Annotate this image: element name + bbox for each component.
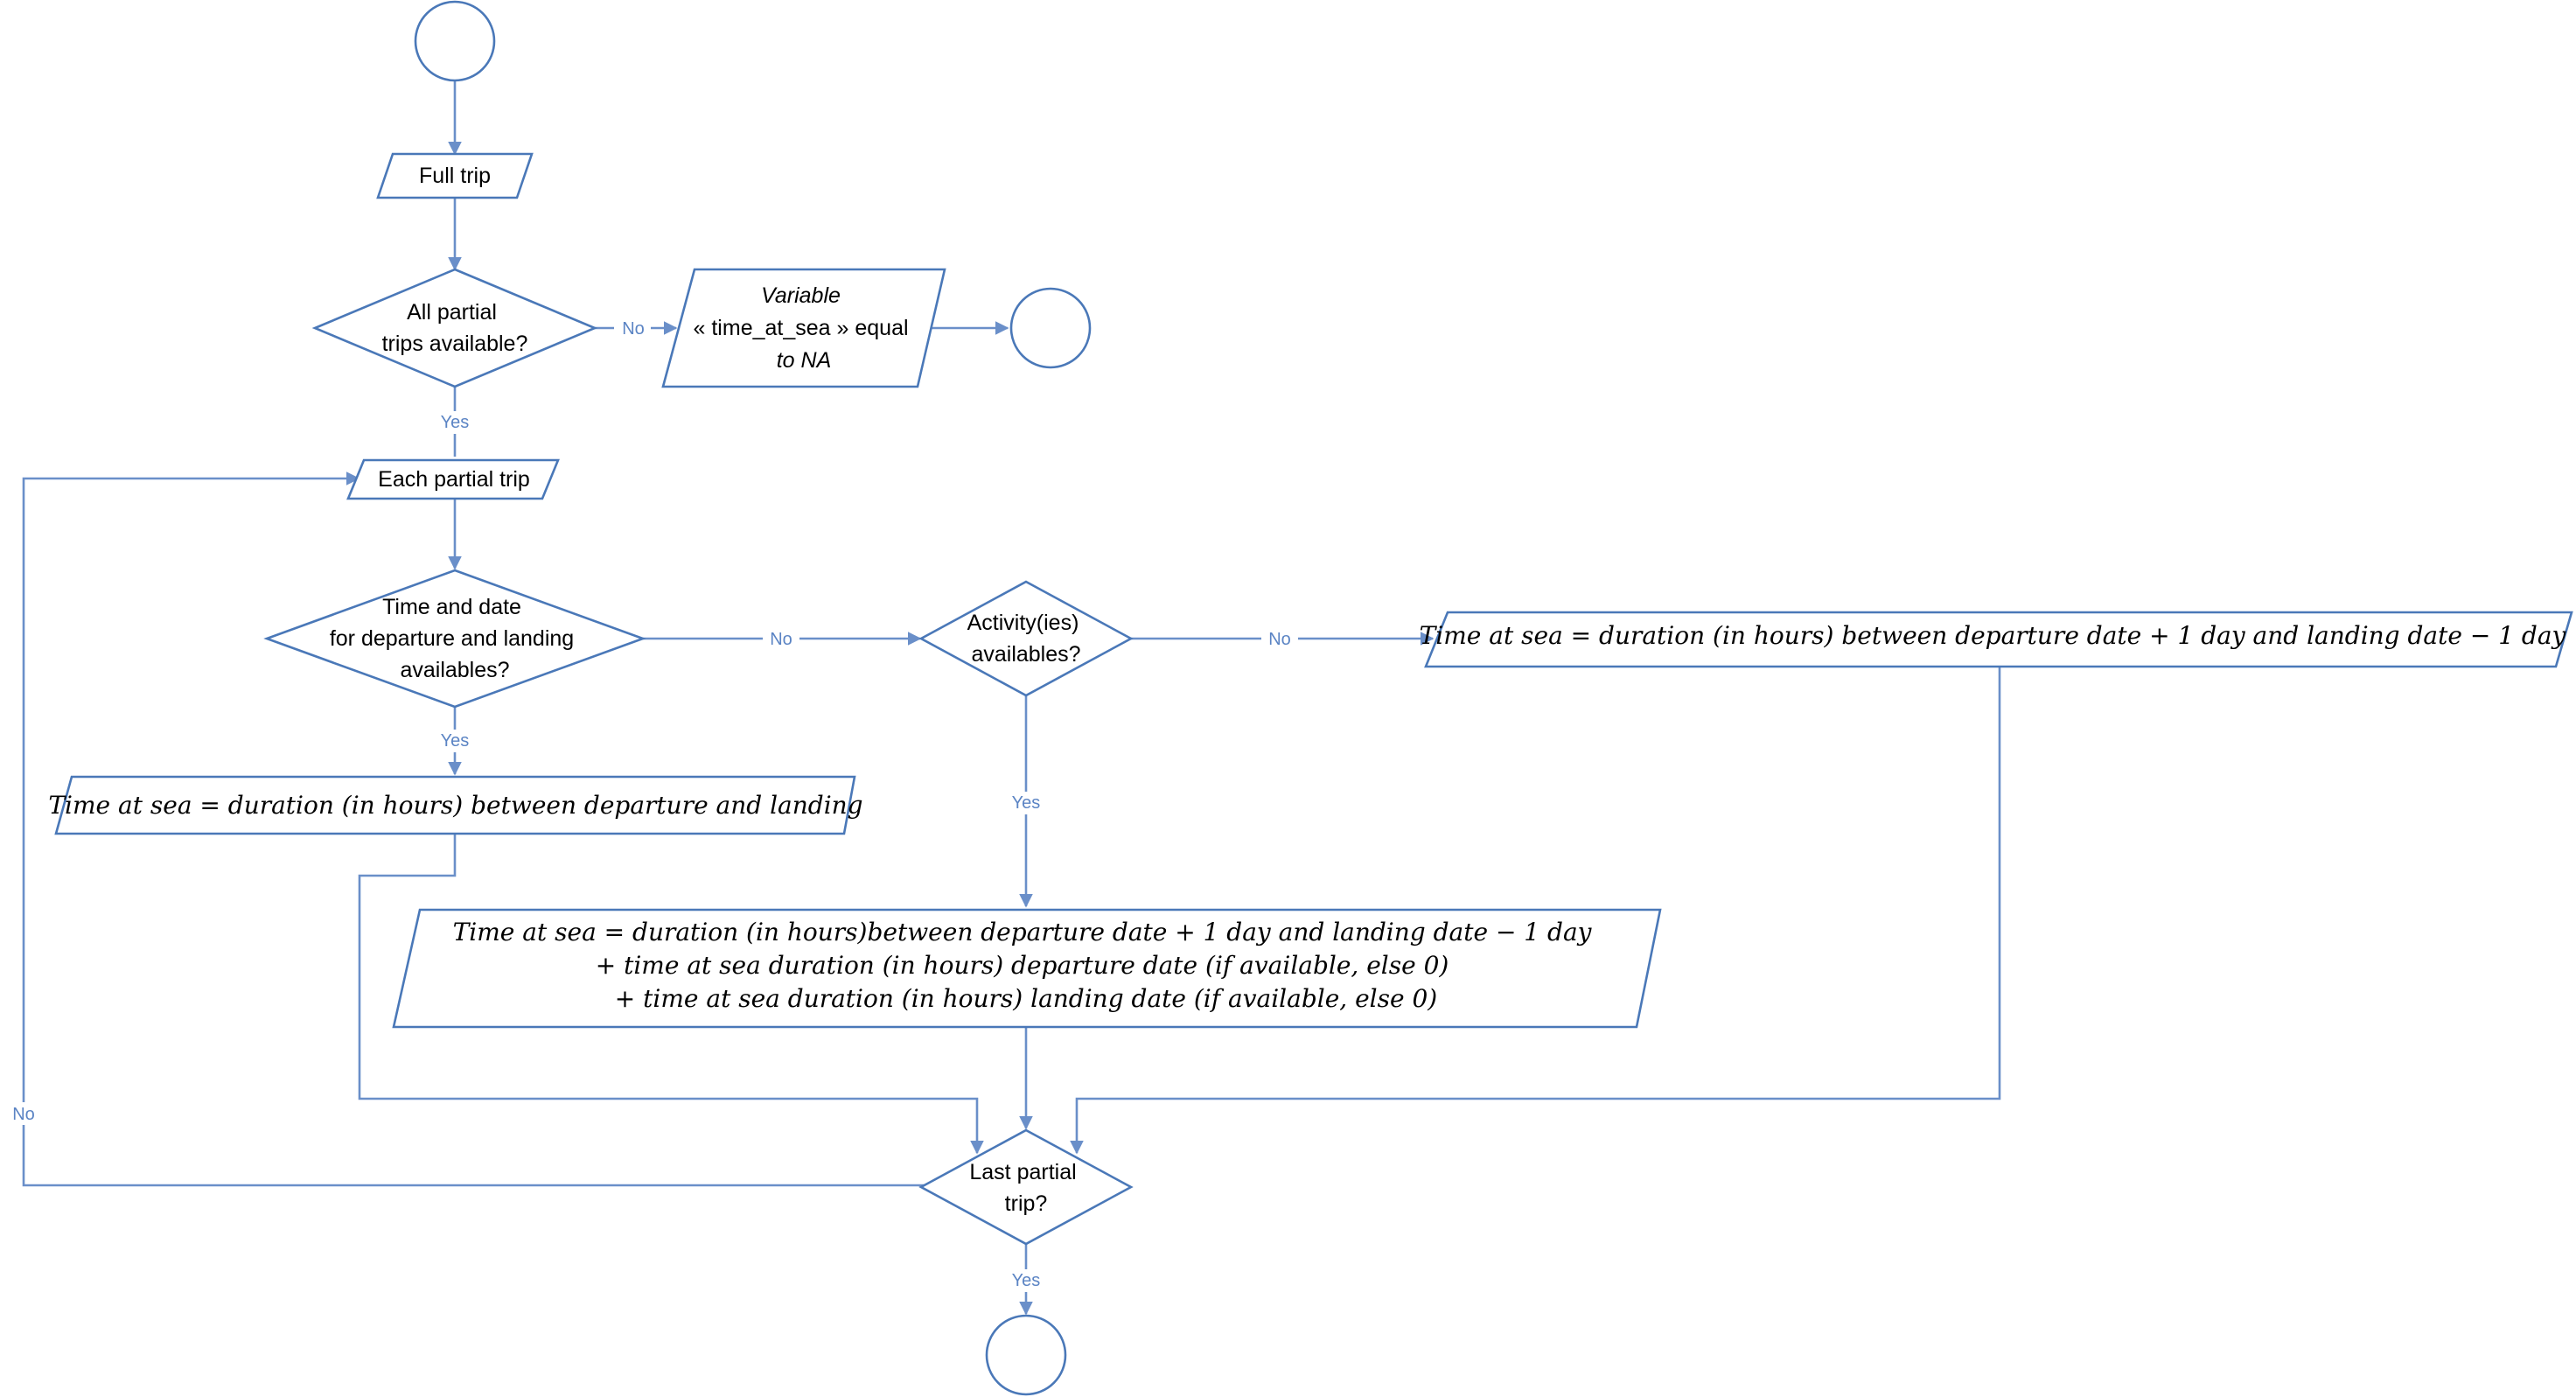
end-node-na bbox=[1009, 287, 1092, 369]
end-node bbox=[985, 1314, 1067, 1396]
variable-na-node bbox=[661, 268, 946, 388]
formula-no-activity-label: Time at sea = duration (in hours) betwee… bbox=[1420, 621, 2567, 650]
formula-no-activity-node bbox=[1424, 611, 2573, 668]
start-node bbox=[414, 0, 496, 82]
formula-basic-node bbox=[54, 775, 856, 835]
last-partial-trip-decision bbox=[918, 1128, 1134, 1246]
edge-label-time-date-no: No bbox=[770, 630, 792, 649]
edge-label-all-partial-yes: Yes bbox=[441, 413, 470, 432]
edge-label-last-no: No bbox=[12, 1105, 35, 1124]
formula-activity-node bbox=[392, 908, 1662, 1029]
formula-activity-label: Time at sea = duration (in hours)between… bbox=[453, 918, 1600, 1013]
edge-label-activities-no: No bbox=[1268, 630, 1291, 649]
last-partial-trip-label: Last partial trip? bbox=[969, 1160, 1082, 1216]
edge-formula-no-activity-to-last bbox=[1070, 667, 2001, 1155]
all-partial-trips-label: All partial trips available? bbox=[382, 300, 528, 356]
full-trip-label: Full trip bbox=[419, 164, 491, 188]
time-date-decision bbox=[263, 569, 646, 709]
each-partial-trip-node bbox=[346, 458, 560, 500]
time-date-label: Time and date for departure and landing … bbox=[330, 595, 580, 682]
full-trip-node bbox=[376, 152, 534, 199]
activities-label: Activity(ies) availables? bbox=[967, 611, 1086, 667]
activities-decision bbox=[918, 580, 1134, 697]
formula-basic-label: Time at sea = duration (in hours) betwee… bbox=[48, 791, 862, 820]
variable-na-label: Variable « time_at_sea » equal to NA bbox=[694, 283, 915, 373]
all-partial-trips-decision bbox=[311, 268, 598, 388]
edge-label-time-date-yes: Yes bbox=[441, 731, 470, 751]
edge-label-activities-yes: Yes bbox=[1012, 793, 1041, 813]
edge-label-all-partial-no: No bbox=[622, 319, 645, 339]
each-partial-trip-label: Each partial trip bbox=[378, 467, 530, 492]
edge-loop-to-each-partial bbox=[22, 471, 925, 1187]
edge-label-last-yes: Yes bbox=[1012, 1271, 1041, 1290]
edge-formula-basic-to-last bbox=[358, 834, 984, 1155]
